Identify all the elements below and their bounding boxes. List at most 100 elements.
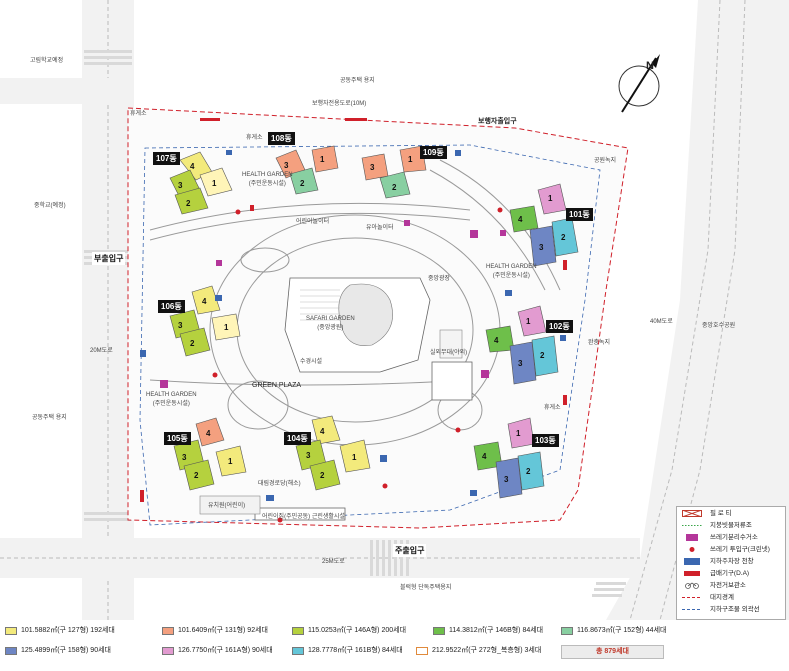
unit-type-label: 128.7778㎡(구 161B형) 84세대 (308, 647, 403, 654)
map-legend: 필 로 티 지붕빗물저류조 쓰레기분리수거소 쓰레기 투입구(크린넷) 지하주차… (676, 506, 786, 620)
svg-text:1: 1 (352, 453, 357, 462)
label-middle-school: 중학교(예정) (34, 203, 66, 209)
building-109 (361, 145, 427, 199)
svg-text:1: 1 (228, 457, 233, 466)
svg-text:4: 4 (320, 427, 325, 436)
legend-row: 지하구조물 외곽선 (677, 604, 785, 615)
building-tag-101[interactable]: 101동 (566, 208, 593, 221)
svg-text:1: 1 (526, 317, 531, 326)
svg-text:4: 4 (482, 452, 487, 461)
unit-color-swatch (162, 647, 174, 655)
legend-row: 필 로 티 (677, 508, 785, 519)
building-108 (275, 145, 339, 195)
label-central-park: 중앙호수공원 (702, 323, 736, 329)
label-public-housing-left: 공동주택 용지 (32, 415, 67, 421)
unit-type-legend: 101.5882㎡(구 127형) 192세대 101.6409㎡(구 131형… (0, 620, 789, 671)
svg-text:4: 4 (518, 215, 523, 224)
label-community: 중앙광장 (428, 276, 451, 282)
label-elderly-center: 대림경로당(해소) (258, 481, 301, 487)
legend-label: 대지경계 (710, 594, 734, 601)
legend-label: 쓰레기 투입구(크린넷) (710, 546, 770, 553)
building-tag-106[interactable]: 106동 (158, 300, 185, 313)
svg-text:1: 1 (212, 179, 217, 188)
unit-color-swatch (162, 627, 174, 635)
label-rest-area-1: 휴게소 (246, 135, 263, 141)
legend-row: 쓰레기 투입구(크린넷) (677, 544, 785, 555)
legend-label: 자전거보관소 (710, 582, 746, 589)
label-kids-playground: 어린이놀이터 (296, 219, 330, 225)
legend-row: 자전거보관소 (677, 580, 785, 591)
svg-text:3: 3 (178, 181, 183, 190)
unit-type-label: 116.8673㎡(구 152형) 44세대 (577, 627, 667, 634)
building-tag-105[interactable]: 105동 (164, 432, 191, 445)
building-105 (173, 417, 247, 491)
building-101 (509, 183, 579, 267)
piloti-icon (682, 510, 702, 517)
label-park-small: 공원녹지 (594, 158, 617, 164)
label-health-garden-left: HEALTH GARDEN (주민운동시설) (146, 392, 197, 407)
unit-type-label: 114.3812㎡(구 146B형) 84세대 (449, 627, 544, 634)
north-arrow (618, 54, 660, 113)
building-107 (169, 151, 233, 215)
label-buffer-green: 완충녹지 (588, 340, 611, 346)
unit-type-label: 115.0253㎡(구 146A형) 200세대 (308, 627, 407, 634)
building-tag-108[interactable]: 108동 (268, 132, 295, 145)
unit-type-label: 101.6409㎡(구 131형) 92세대 (178, 627, 268, 634)
svg-text:3: 3 (518, 359, 523, 368)
svg-text:3: 3 (182, 453, 187, 462)
road-25m (0, 538, 640, 578)
legend-label: 급배기구(D.A) (710, 570, 750, 577)
svg-text:3: 3 (504, 475, 509, 484)
road-40m (606, 0, 789, 620)
label-water-feature: 수경시설 (300, 359, 323, 365)
svg-text:4: 4 (206, 429, 211, 438)
label-health-garden-right: HEALTH GARDEN (주민운동시설) (486, 264, 537, 279)
svg-text:3: 3 (306, 451, 311, 460)
svg-text:2: 2 (190, 339, 195, 348)
building-tag-104[interactable]: 104동 (284, 432, 311, 445)
svg-text:2: 2 (194, 471, 199, 480)
underground-outline (139, 144, 601, 526)
svg-text:3: 3 (370, 163, 375, 172)
label-toddler-playground: 유아놀이터 (366, 225, 394, 231)
label-bottom-facility: 어린이집(주민공동) 근린생활시설 (262, 514, 345, 520)
building-tag-109[interactable]: 109동 (420, 146, 447, 159)
unit-color-swatch (433, 627, 445, 635)
svg-text:3: 3 (539, 243, 544, 252)
legend-row: 대지경계 (677, 592, 785, 603)
unit-type-label: 125.4899㎡(구 158형) 90세대 (21, 647, 111, 654)
label-road-20m: 20M도로 (90, 348, 113, 354)
svg-text:1: 1 (408, 155, 413, 164)
svg-text:3: 3 (178, 321, 183, 330)
label-main-entrance[interactable]: 주출입구 (393, 544, 427, 557)
building-tag-107[interactable]: 107동 (153, 152, 180, 165)
legend-label: 지하주차장 천창 (710, 558, 754, 565)
svg-text:1: 1 (320, 155, 325, 164)
building-tag-103[interactable]: 103동 (532, 434, 559, 447)
unit-type-label: 101.5882㎡(구 127형) 192세대 (21, 627, 115, 634)
label-commercial-bottom: 블럭형 단독주택용지 (400, 585, 452, 591)
label-sub-entrance[interactable]: 부출입구 (92, 252, 126, 265)
building-102 (485, 305, 559, 385)
label-school-top: 고림학교예정 (30, 58, 64, 64)
building-106 (169, 285, 241, 357)
svg-text:2: 2 (320, 471, 325, 480)
svg-text:2: 2 (561, 233, 566, 242)
building-tag-102[interactable]: 102동 (546, 320, 573, 333)
label-road-40m: 40M도로 (650, 319, 673, 325)
svg-text:2: 2 (540, 351, 545, 360)
dashed-line-icon (682, 597, 702, 598)
label-green-plaza: GREEN PLAZA (252, 382, 302, 389)
legend-label: 지붕빗물저류조 (710, 522, 752, 529)
dotted-line-icon (682, 525, 702, 526)
svg-text:4: 4 (494, 336, 499, 345)
box-icon (684, 558, 700, 565)
svg-text:1: 1 (224, 323, 229, 332)
label-pedestrian-entrance[interactable]: 보행자출입구 (478, 118, 517, 125)
legend-row: 지하주차장 천창 (677, 556, 785, 567)
bicycle-icon (685, 582, 699, 589)
dot-icon (689, 547, 695, 552)
label-rest-area-2: 휴게소 (544, 405, 561, 411)
